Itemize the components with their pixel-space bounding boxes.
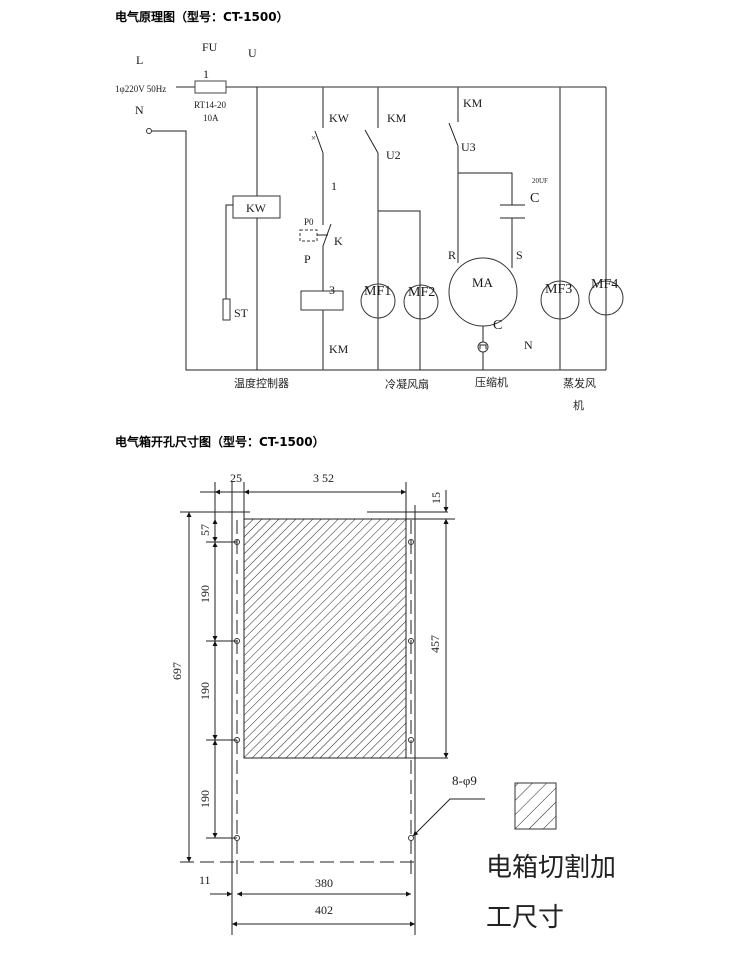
mounting-hole xyxy=(408,638,414,644)
label-KW-box: KW xyxy=(246,201,267,215)
label-P0: P0 xyxy=(304,217,314,227)
electrical-schematic: 电气原理图（型号：CT-1500） L FU U 1 1φ220V 50Hz R… xyxy=(115,9,624,412)
dim-457: 457 xyxy=(428,635,442,653)
dim-352: 3 52 xyxy=(313,471,334,485)
label-S: S xyxy=(516,248,523,262)
mounting-hole xyxy=(408,539,414,545)
label-MF1: MF1 xyxy=(364,284,391,299)
km-coil xyxy=(300,290,344,311)
label-R: R xyxy=(448,248,456,262)
dim-697: 697 xyxy=(170,662,184,680)
mounting-holes xyxy=(234,539,414,841)
label-KM-2: KM xyxy=(387,111,407,125)
legend-text-line1: 电箱切割加 xyxy=(486,853,616,883)
km-contact-compressor xyxy=(448,122,459,147)
caption-evaporator-fan: 蒸发风 xyxy=(563,376,596,390)
caption-evaporator-fan-2: 机 xyxy=(573,398,584,412)
dim-15: 15 xyxy=(429,492,443,504)
label-MF2: MF2 xyxy=(408,285,435,300)
label-MF4: MF4 xyxy=(591,277,618,292)
label-KM-3: KM xyxy=(463,96,483,110)
dim-25: 25 xyxy=(230,471,242,485)
label-node3: 3 xyxy=(329,283,335,297)
label-N: N xyxy=(135,103,144,117)
legend-text-line2: 工尺寸 xyxy=(486,903,564,933)
km-contact-fan xyxy=(364,129,379,154)
sensor-ST xyxy=(222,298,231,321)
dim-190-a: 190 xyxy=(198,585,212,603)
label-U3: U3 xyxy=(461,140,476,154)
compressor-motor-MA xyxy=(448,257,518,327)
label-fuse-rating: 10A xyxy=(203,113,219,123)
label-node1: 1 xyxy=(331,179,337,193)
dim-402: 402 xyxy=(315,903,333,917)
caption-compressor: 压缩机 xyxy=(475,375,508,389)
kw-contact-switch xyxy=(314,130,324,154)
label-K: K xyxy=(334,234,343,248)
cutout-dimension-drawing: 电气箱开孔尺寸图（型号：CT-1500） 25 3 5 xyxy=(115,434,616,935)
label-KW-contact: KW xyxy=(329,111,350,125)
neutral-bus xyxy=(152,130,606,371)
x-mark-icon: × xyxy=(311,133,316,143)
schematic-title: 电气原理图（型号：CT-1500） xyxy=(115,9,289,24)
dim-57: 57 xyxy=(198,524,212,536)
label-MA: MA xyxy=(472,275,494,290)
holes-label: 8-φ9 xyxy=(452,773,477,788)
label-fuse-num: 1 xyxy=(203,67,209,81)
fan-MF2 xyxy=(403,284,439,320)
caption-thermostat: 温度控制器 xyxy=(234,376,289,390)
label-FU: FU xyxy=(202,40,218,54)
fuse-symbol xyxy=(194,80,227,94)
label-supply: 1φ220V 50Hz xyxy=(115,84,166,94)
label-U: U xyxy=(248,46,257,60)
dim-190-b: 190 xyxy=(198,682,212,700)
neutral-terminal xyxy=(146,128,152,134)
label-N2: N xyxy=(524,338,533,352)
label-U2: U2 xyxy=(386,148,401,162)
label-fuse-type: RT14-20 xyxy=(194,100,226,110)
caption-condenser-fan: 冷凝风扇 xyxy=(385,377,429,391)
dim-190-c: 190 xyxy=(198,790,212,808)
label-MF3: MF3 xyxy=(545,282,572,297)
label-cap-value: 20UF xyxy=(532,177,548,185)
label-ST: ST xyxy=(234,306,249,320)
label-L: L xyxy=(136,53,143,67)
label-P: P xyxy=(304,252,311,266)
legend-hatch-swatch xyxy=(514,782,557,830)
pressure-sensor-P0 xyxy=(299,229,318,242)
dim-380: 380 xyxy=(315,876,333,890)
mounting-hole xyxy=(408,737,414,743)
label-C-cap: C xyxy=(530,191,539,206)
dim-11: 11 xyxy=(199,873,211,887)
cutout-area xyxy=(243,518,407,759)
mounting-hole xyxy=(408,835,414,841)
label-KM-coil: KM xyxy=(329,342,349,356)
label-C-motor: C xyxy=(493,318,502,333)
cutout-title: 电气箱开孔尺寸图（型号：CT-1500） xyxy=(115,434,325,449)
